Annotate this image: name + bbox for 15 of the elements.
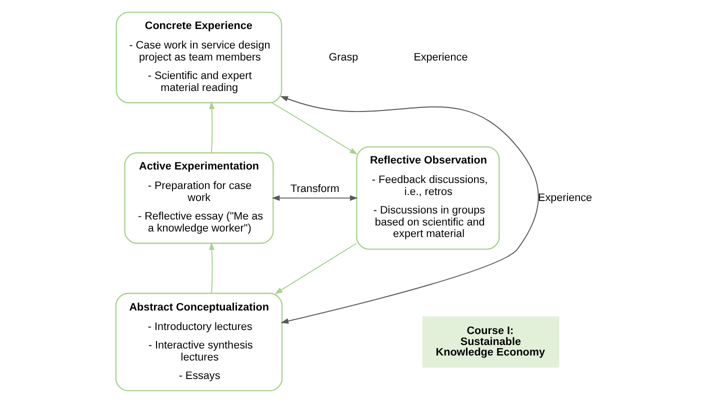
node-box: Active Experimentation - Preparation for case work - Reflective essay ("Me as a knowledge worker"): [124, 152, 274, 244]
arrow: [271, 102, 358, 155]
edge-label: Experience: [538, 192, 592, 204]
arrow: [208, 101, 214, 154]
arrow: [271, 195, 358, 201]
node-box: Course I: Sustainable Knowledge Economy: [422, 316, 559, 368]
arrow: [274, 242, 356, 294]
edge-label: Transform: [290, 182, 339, 195]
arrow: [280, 96, 538, 324]
arrow: [208, 242, 214, 294]
node-box: Concrete Experience - Case work in service design project as team members - Scientific and expert material reading: [115, 12, 282, 104]
node-box: Reflective Observation - Feedback discussions, i.e., retros - Discussions in groups based on scientific and expert material: [356, 146, 500, 250]
label: Grasp: [328, 51, 358, 64]
node-box: Abstract Conceptualization - Introductory lectures - Interactive synthesis lectures - Essays: [114, 292, 282, 392]
label: Experience: [413, 51, 468, 64]
